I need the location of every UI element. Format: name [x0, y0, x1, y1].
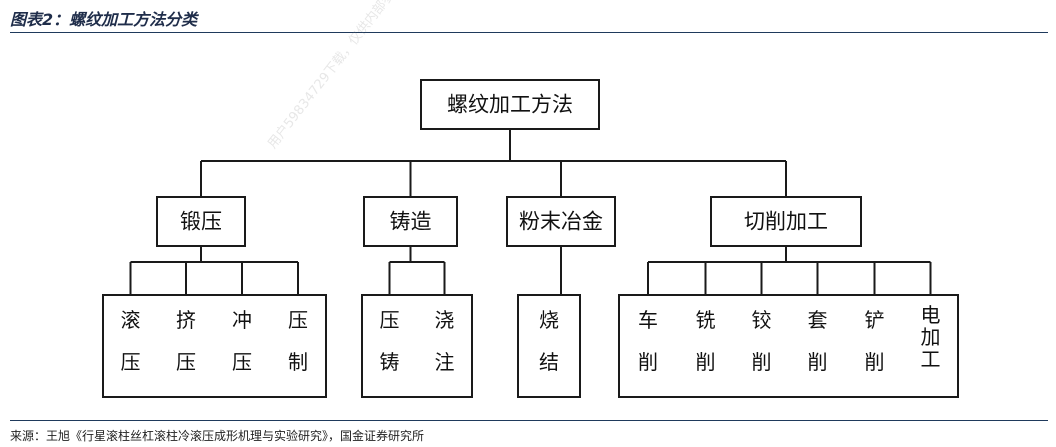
- leaf-label: 冲: [232, 308, 252, 332]
- leaf-label: 加: [921, 325, 941, 349]
- figure-source: 来源：王旭《行星滚柱丝杠滚柱冷滚压成形机理与实验研究》，国金证券研究所: [10, 429, 425, 443]
- leaf-label: 削: [808, 350, 828, 374]
- leaf-label: 电: [921, 303, 941, 327]
- category-label: 切削加工: [744, 210, 828, 234]
- category-box: [710, 196, 862, 247]
- leaf-label: 结: [539, 350, 559, 374]
- leaf-label: 压: [232, 350, 252, 374]
- category-label: 粉末冶金: [519, 210, 603, 234]
- category-box: [506, 196, 616, 247]
- leaf-group-box: [618, 294, 959, 398]
- category-label: 锻压: [180, 210, 222, 234]
- leaf-label: 压: [380, 308, 400, 332]
- node-boxes: 螺纹加工方法锻压滚压挤压冲压压制铸造压铸浇注粉末冶金烧结切削加工车削铣削铰削套削…: [102, 79, 959, 398]
- leaf-label: 压: [288, 308, 308, 332]
- leaf-label: 铰: [752, 308, 772, 332]
- figure-title: 图表2：螺纹加工方法分类: [10, 10, 198, 29]
- leaf-label: 挤: [176, 308, 196, 332]
- root-node-label: 螺纹加工方法: [447, 93, 573, 117]
- root-node-box: [420, 79, 600, 130]
- leaf-label: 削: [865, 350, 885, 374]
- leaf-label: 压: [176, 350, 196, 374]
- category-box: [156, 196, 246, 247]
- leaf-label: 浇: [435, 308, 455, 332]
- leaf-label: 削: [638, 350, 658, 374]
- leaf-label: 套: [808, 308, 828, 332]
- leaf-group-box: [102, 294, 327, 398]
- leaf-label: 削: [696, 350, 716, 374]
- leaf-group-box: [361, 294, 473, 398]
- leaf-label: 滚: [121, 308, 141, 332]
- leaf-label: 烧: [539, 308, 559, 332]
- leaf-label: 铸: [380, 350, 400, 374]
- leaf-label: 铲: [865, 308, 885, 332]
- category-box: [363, 196, 458, 247]
- leaf-label: 车: [638, 308, 658, 332]
- leaf-label: 铣: [696, 308, 716, 332]
- leaf-label: 削: [752, 350, 772, 374]
- leaf-label: 注: [435, 350, 455, 374]
- leaf-group-box: [517, 294, 581, 398]
- leaf-label: 压: [121, 350, 141, 374]
- category-label: 铸造: [390, 210, 432, 234]
- leaf-label: 制: [288, 350, 308, 374]
- leaf-label: 工: [921, 347, 941, 371]
- top-rule: [10, 32, 1048, 33]
- bottom-rule: [10, 420, 1048, 421]
